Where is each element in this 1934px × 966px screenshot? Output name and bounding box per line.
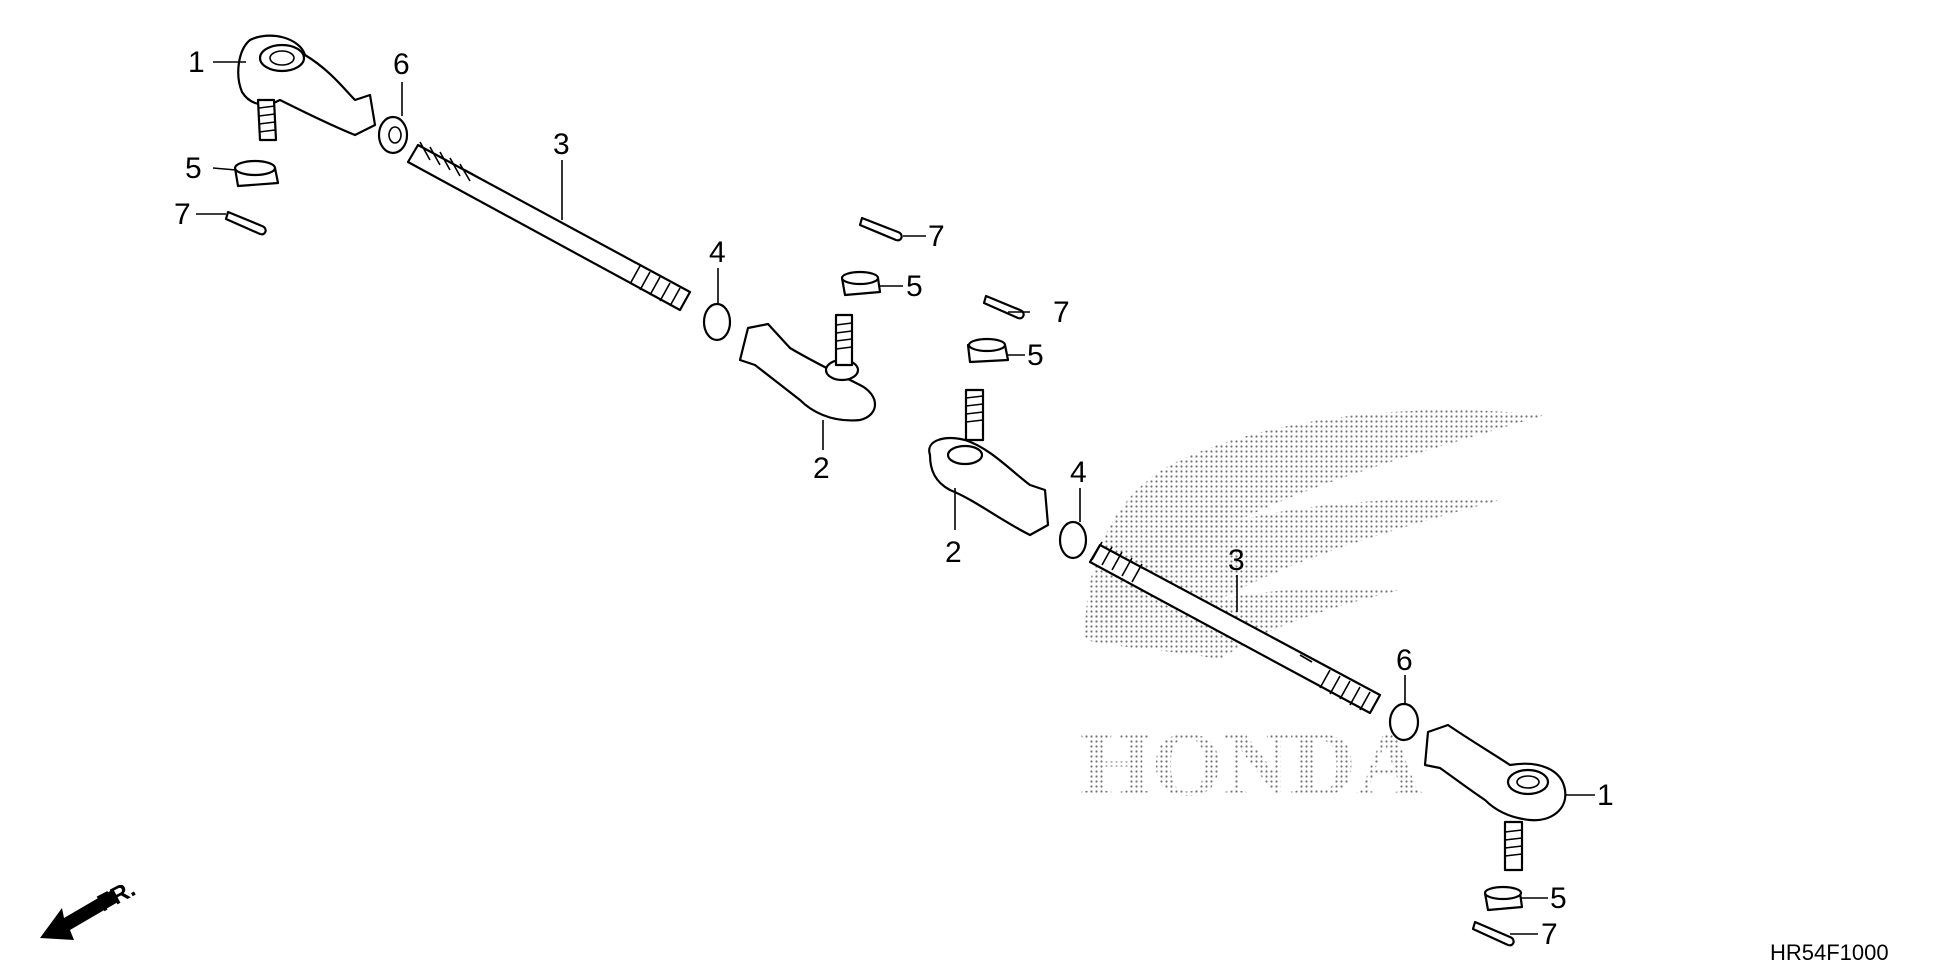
callout-1-top: 1 [188,46,205,79]
leader-lines [196,61,1595,935]
nut-bottom [1388,702,1420,742]
cotter-pin-top-left [224,210,267,236]
callout-5-top-left: 5 [185,152,202,185]
cotter-pin-mid-upper [858,216,903,242]
outer-tie-rod-end-top [237,34,377,142]
callout-5-mid-lower: 5 [1027,339,1044,372]
nut-middle-upper [702,302,732,342]
castle-nut-top-left [233,159,280,188]
honda-wordmark: HONDA [1080,713,1422,815]
callout-6-bottom: 6 [1396,644,1413,677]
callout-5-bottom: 5 [1550,882,1567,915]
inner-tie-rod-end-upper [738,313,877,422]
callout-7-bottom: 7 [1541,918,1558,951]
callout-6-top: 6 [393,48,410,81]
diagram-code: HR54F1000 [1770,940,1889,965]
castle-nut-mid-lower [966,337,1010,364]
front-direction-indicator: FR. [40,875,140,940]
callout-4-upper: 4 [709,236,726,269]
callout-7-top-left: 7 [174,198,191,231]
arrow-left-down-icon [40,890,118,940]
outer-tie-rod-end-bottom [1423,723,1567,872]
nut-top [377,115,409,155]
callout-3-lower: 3 [1228,544,1245,577]
castle-nut-bottom [1483,885,1524,912]
inner-tie-rod-end-lower [928,388,1050,537]
castle-nut-mid-upper [840,270,882,297]
nut-middle-lower [1058,520,1088,560]
callout-7-mid-lower: 7 [1053,296,1070,329]
callout-4-lower: 4 [1070,456,1087,489]
callout-1-bottom: 1 [1597,779,1614,812]
cotter-pin-bottom [1471,920,1515,947]
cotter-pin-mid-lower [982,294,1025,320]
tie-rod-lower [1088,541,1382,715]
callout-2-lower: 2 [945,536,962,569]
callout-7-mid-upper: 7 [928,220,945,253]
callout-3-upper: 3 [553,128,570,161]
callout-2-upper: 2 [813,452,830,485]
callout-5-mid-upper: 5 [906,270,923,303]
tie-rod-upper [406,141,692,312]
